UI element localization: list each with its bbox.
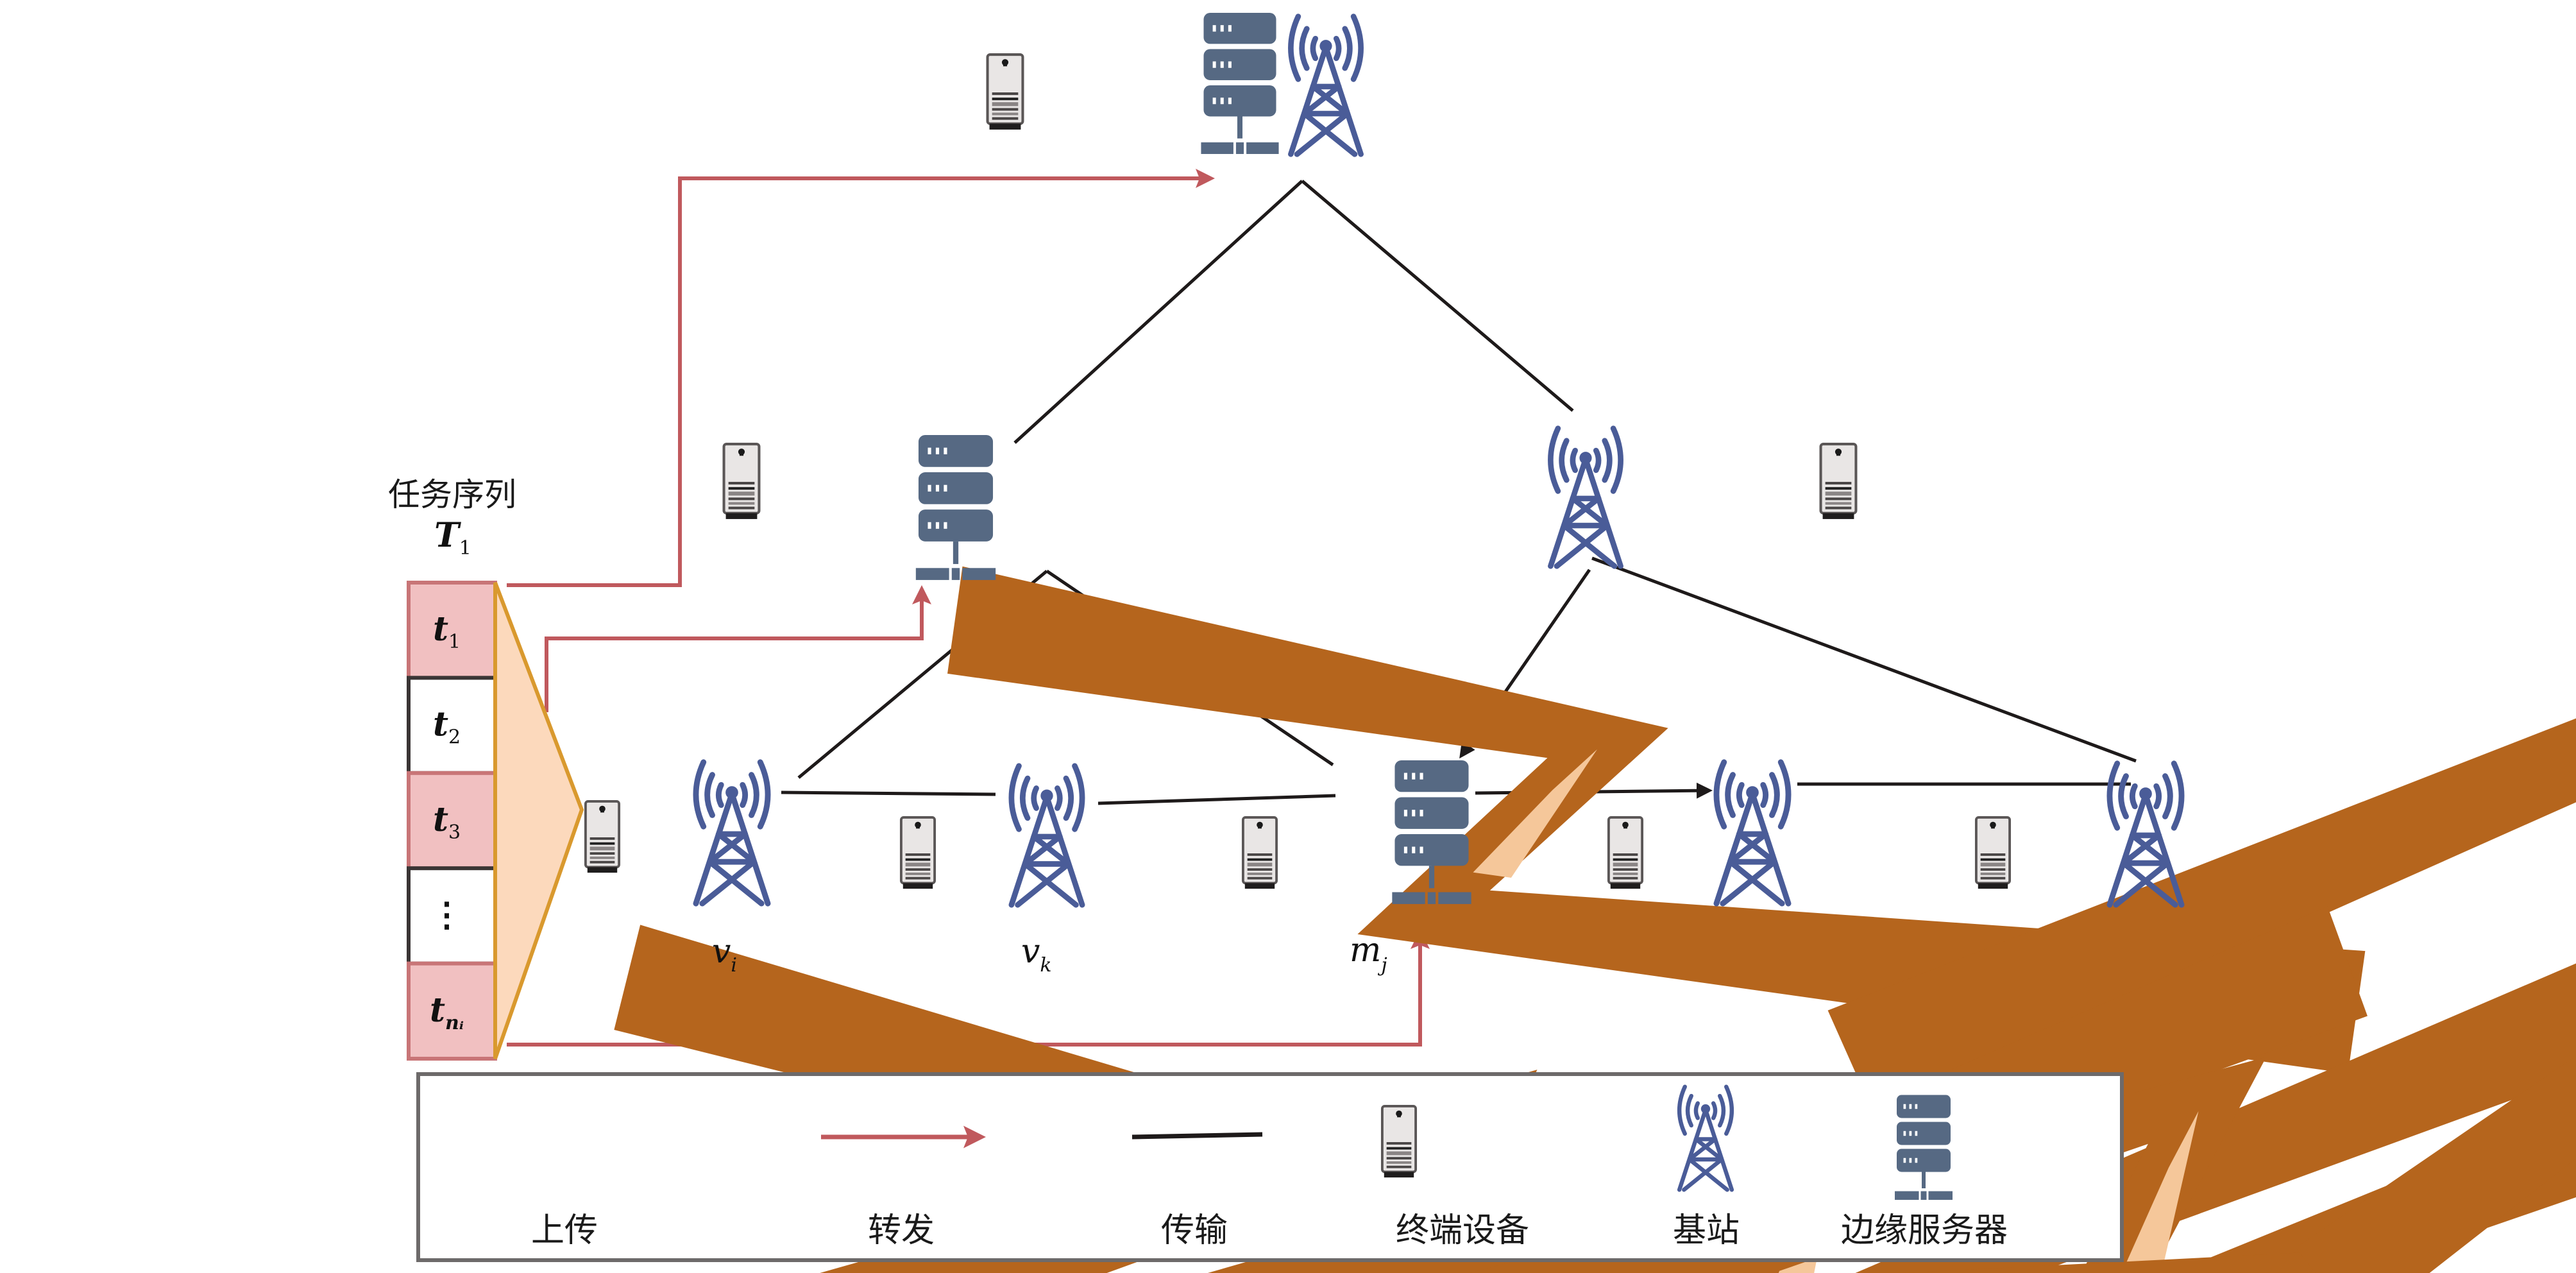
transmission-line xyxy=(1013,180,1303,444)
terminal-device-icon xyxy=(1974,816,2012,891)
terminal-device-icon xyxy=(724,444,759,519)
legend-item-edge-server: 边缘服务器 xyxy=(1841,1095,2008,1250)
terminal-device-icon xyxy=(1241,816,1278,891)
base-station-icon xyxy=(1291,17,1360,155)
task-cell xyxy=(407,771,497,871)
terminal-device-icon xyxy=(988,55,1023,130)
legend-label: 边缘服务器 xyxy=(1841,1211,2008,1250)
legend-label: 上传 xyxy=(531,1211,598,1250)
transmission-line xyxy=(1097,794,1336,805)
legend-label: 基站 xyxy=(1673,1211,1740,1250)
legend-item-base-station: 基站 xyxy=(1673,1087,1740,1250)
legend-item-transmission: 传输 xyxy=(1131,1132,1263,1250)
base-station-icon xyxy=(1716,762,1788,903)
task-label: t1 xyxy=(433,610,461,653)
node-label-v-i: vi xyxy=(712,932,737,977)
legend-box xyxy=(416,1072,2124,1262)
terminal-device-icon xyxy=(1382,1106,1416,1177)
task-label: t2 xyxy=(433,705,461,749)
transmission-line xyxy=(781,790,996,796)
task-label: ⋮ xyxy=(430,895,464,934)
legend-item-forward: 转发 xyxy=(821,1125,986,1250)
task-cell xyxy=(407,676,497,775)
terminal-device-icon xyxy=(1821,444,1856,519)
task-row: t3 xyxy=(407,771,497,871)
task-row: tnᵢ xyxy=(407,961,497,1061)
terminal-device-icon xyxy=(899,816,936,891)
task-label: t3 xyxy=(433,800,461,844)
node-label-v-k: vk xyxy=(1021,932,1052,977)
terminal-device-icon xyxy=(584,799,621,875)
black-line-icon xyxy=(1131,1132,1263,1140)
task-row: t2 xyxy=(407,676,497,775)
edge-server-icon xyxy=(1201,13,1279,154)
forward-arrow-to-top-server xyxy=(507,169,1215,587)
forward-arrow-to-mid-server xyxy=(545,585,931,712)
transmission-line xyxy=(1301,180,1574,412)
base-station-icon xyxy=(696,762,768,903)
funnel-triangle xyxy=(493,581,584,1059)
transmission-line xyxy=(1591,556,2137,763)
bottom-row-nodes: vi vk mj xyxy=(584,105,2576,1273)
node-label-m-j: mj xyxy=(1350,931,1387,977)
legend-label: 转发 xyxy=(868,1211,935,1250)
task-sequence-name: T1 xyxy=(434,516,471,560)
terminal-device-icon xyxy=(1607,816,1644,891)
legend: 上传 转发 传输 终端设备 基站 边缘服务器 xyxy=(416,1072,2124,1262)
edge-server-icon xyxy=(915,435,996,580)
task-label: tnᵢ xyxy=(430,991,464,1034)
task-sequence-title: 任务序列 xyxy=(388,476,516,513)
legend-label: 传输 xyxy=(1161,1211,1228,1250)
task-sequence: 任务序列 T1 t1 t2 t3 ⋮ tnᵢ xyxy=(388,476,584,1061)
task-row: t1 xyxy=(407,581,497,680)
legend-item-upload: 上传 xyxy=(531,1211,598,1250)
legend-item-terminal: 终端设备 xyxy=(1382,1106,1529,1250)
task-cell xyxy=(407,581,497,680)
legend-label: 终端设备 xyxy=(1396,1211,1529,1250)
task-row: ⋮ xyxy=(407,866,497,966)
base-station-icon xyxy=(1012,766,1082,905)
base-station-icon xyxy=(1550,429,1620,567)
task-cell xyxy=(407,961,497,1061)
